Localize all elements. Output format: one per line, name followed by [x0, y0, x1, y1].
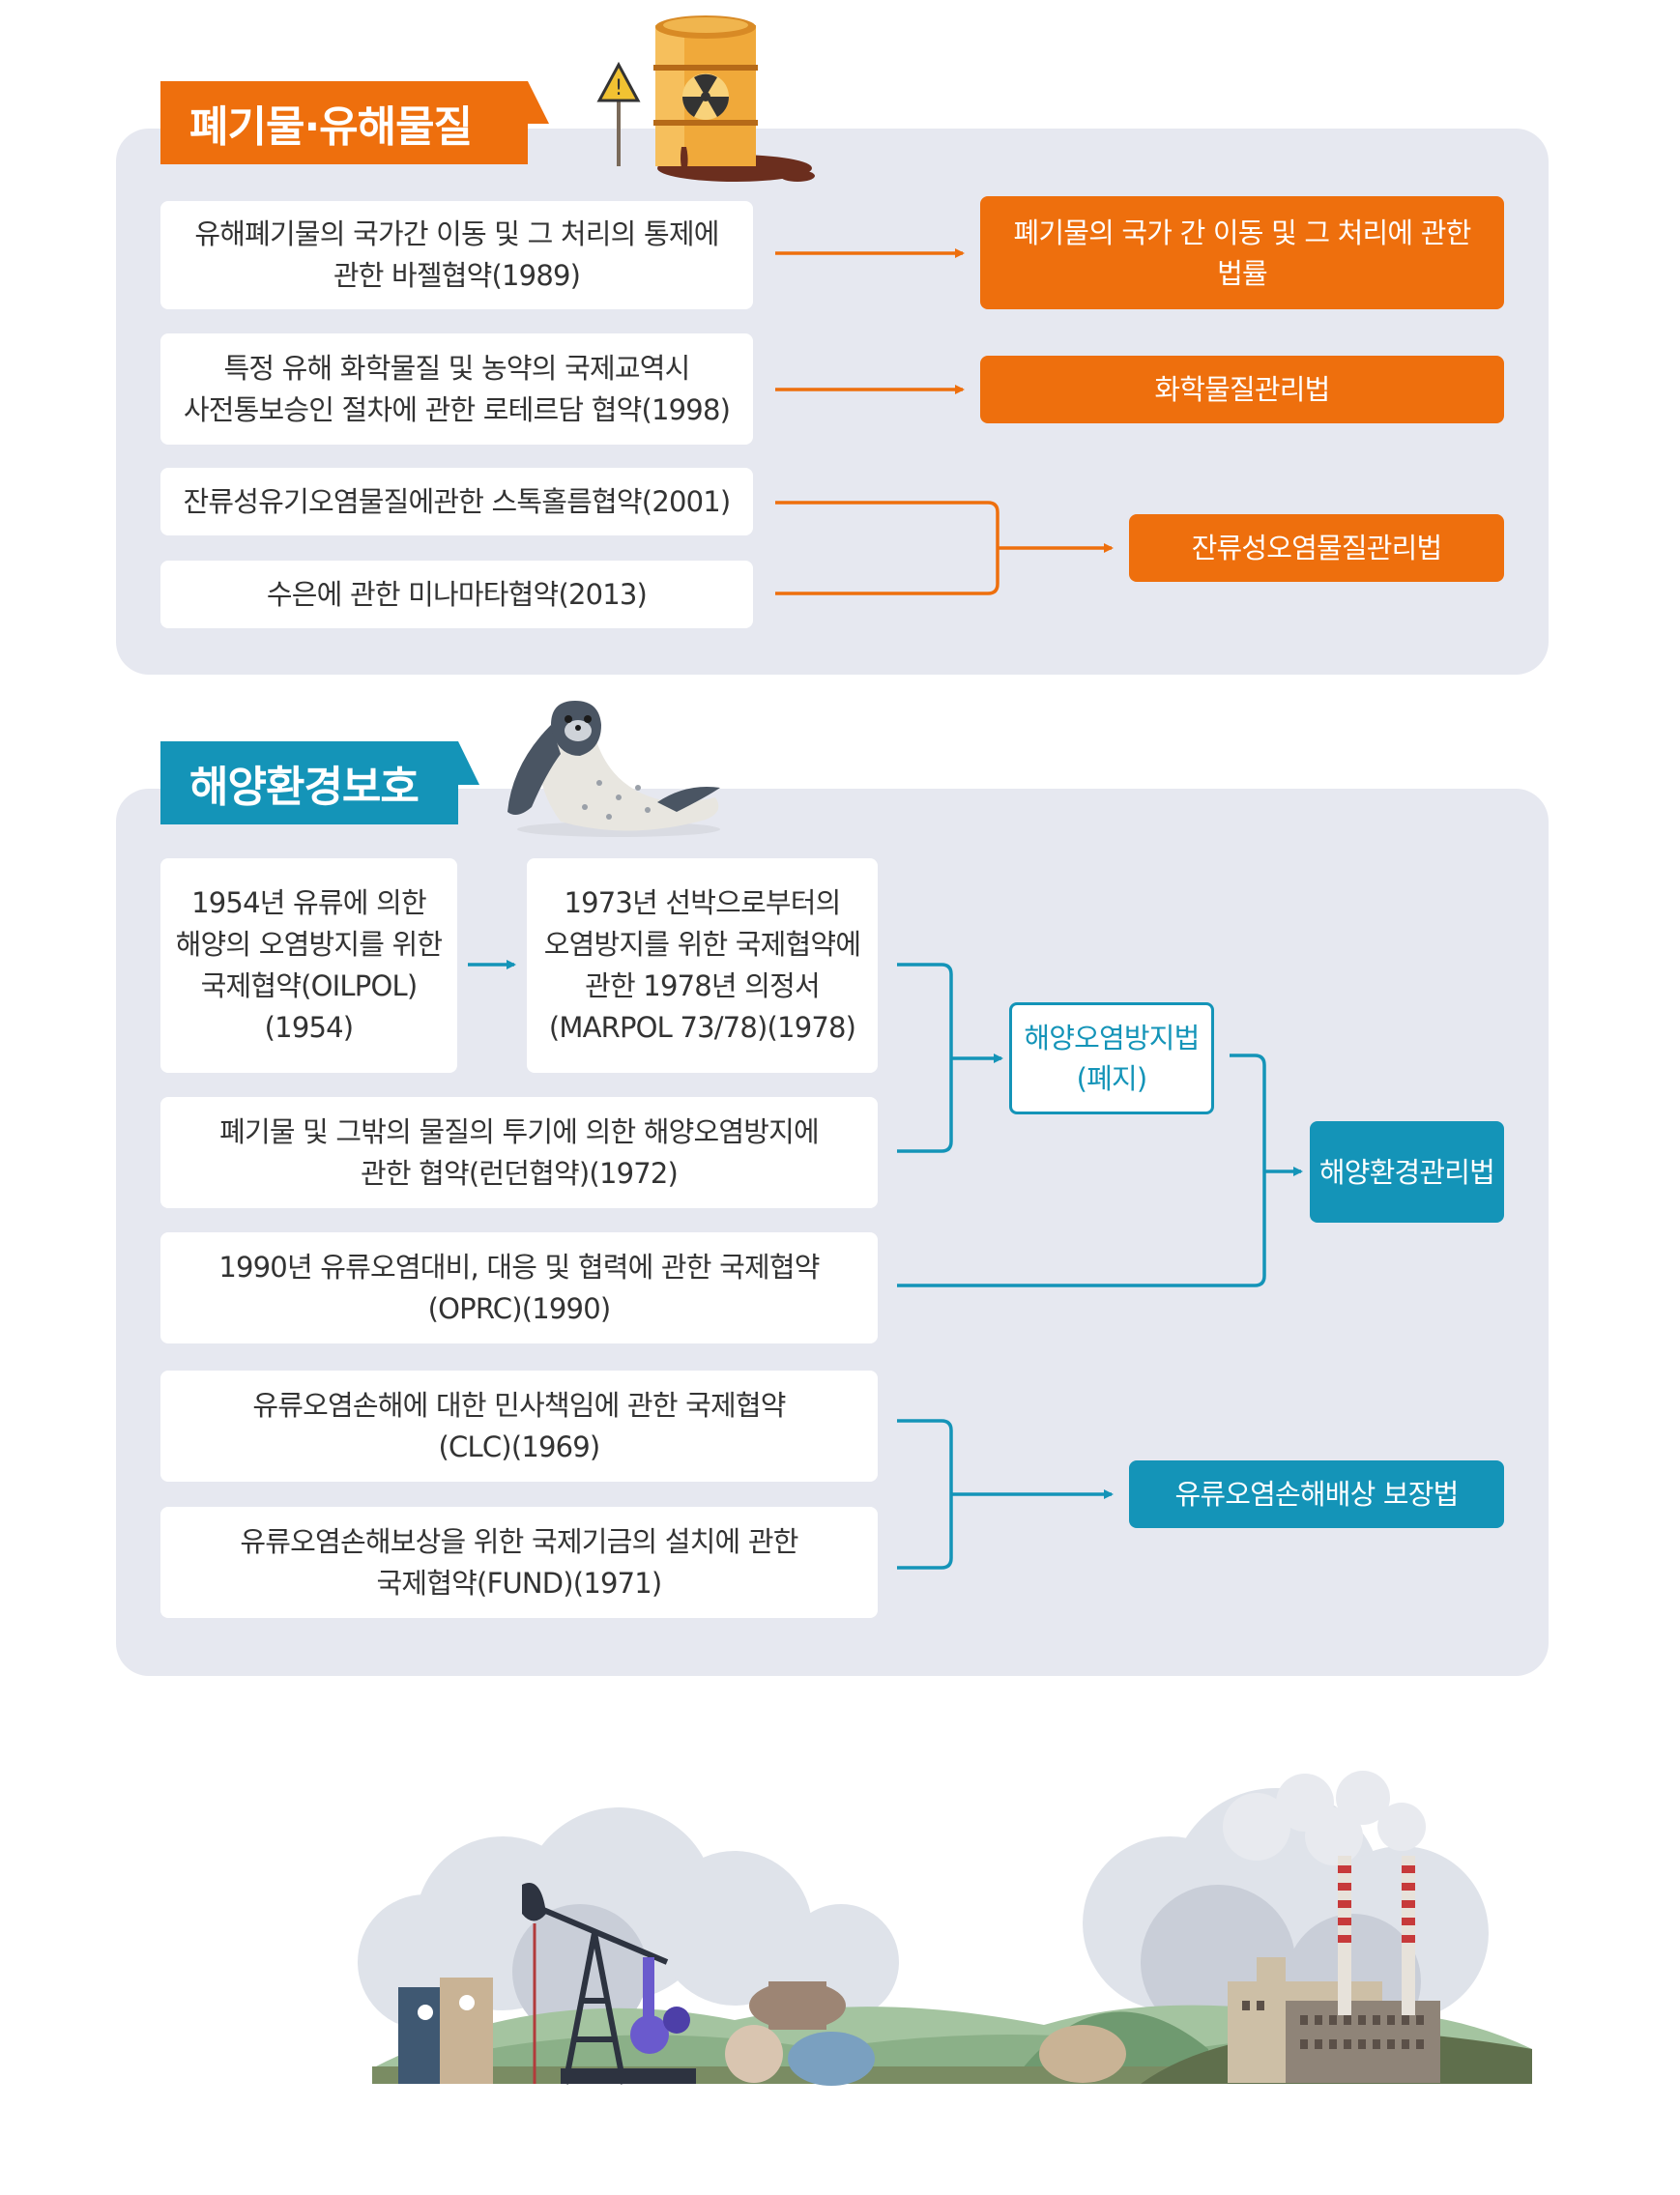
marpol-treaty-box: 1973년 선박으로부터의 오염방지를 위한 국제협약에 관한 1978년 의정… — [527, 858, 878, 1073]
svg-text:!: ! — [615, 76, 623, 101]
london-convention-box: 폐기물 및 그밖의 물질의 투기에 의한 해양오염방지에 관한 협약(런던협약)… — [160, 1097, 878, 1208]
seal-illustration — [507, 701, 720, 837]
persistent-pollutants-law-text: 잔류성오염물질관리법 — [1191, 532, 1443, 564]
fund-treaty-box: 유류오염손해보상을 위한 국제기금의 설치에 관한 국제협약(FUND)(197… — [160, 1507, 878, 1618]
transboundary-waste-law-text: 폐기물의 국가 간 이동 및 그 처리에 관한 법률 — [1013, 216, 1471, 290]
stockholm-treaty-box: 잔류성유기오염물질에관한 스톡홀름협약(2001) — [160, 468, 753, 535]
clc-treaty-box: 유류오염손해에 대한 민사책임에 관한 국제협약 (CLC)(1969) — [160, 1371, 878, 1482]
minamata-treaty-text: 수은에 관한 미나마타협약(2013) — [266, 577, 648, 611]
persistent-pollutants-law-box: 잔류성오염물질관리법 — [1129, 514, 1504, 582]
marine-env-management-law-box: 해양환경관리법 — [1310, 1121, 1504, 1223]
marine-pollution-prevention-law-box: 해양오염방지법 (폐지) — [1009, 1002, 1214, 1114]
bracket-stockholm-minamata — [775, 501, 999, 595]
oprc-treaty-box: 1990년 유류오염대비, 대응 및 협력에 관한 국제협약 (OPRC)(19… — [160, 1232, 878, 1343]
chemicals-law-text: 화학물질관리법 — [1154, 373, 1330, 406]
waste-section-title: 폐기물·유해물질 — [160, 81, 528, 164]
marine-env-management-law-text: 해양환경관리법 — [1318, 1155, 1495, 1189]
waste-section-title-text: 폐기물·유해물질 — [189, 102, 473, 152]
oil-damage-compensation-law-text: 유류오염손해배상 보장법 — [1174, 1478, 1459, 1511]
stockholm-treaty-text: 잔류성유기오염물질에관한 스톡홀름협약(2001) — [183, 484, 732, 518]
oil-damage-compensation-law-box: 유류오염손해배상 보장법 — [1129, 1460, 1504, 1528]
london-convention-text: 폐기물 및 그밖의 물질의 투기에 의한 해양오염방지에 관한 협약(런던협약)… — [219, 1114, 820, 1190]
marine-section-title: 해양환경보호 — [160, 741, 458, 824]
clc-treaty-text: 유류오염손해에 대한 민사책임에 관한 국제협약 (CLC)(1969) — [252, 1388, 786, 1463]
rotterdam-treaty-box: 특정 유해 화학물질 및 농약의 국제교역시 사전통보승인 절차에 관한 로테르… — [160, 333, 753, 445]
oilpol-treaty-text: 1954년 유류에 의한 해양의 오염방지를 위한 국제협약(OILPOL) (… — [175, 886, 443, 1044]
basel-treaty-text: 유해폐기물의 국가간 이동 및 그 처리의 통제에 관한 바젤협약(1989) — [194, 217, 719, 292]
oprc-treaty-text: 1990년 유류오염대비, 대응 및 협력에 관한 국제협약 (OPRC)(19… — [218, 1250, 820, 1325]
toxic-barrel-illustration: ! — [596, 15, 815, 182]
rotterdam-treaty-text: 특정 유해 화학물질 및 농약의 국제교역시 사전통보승인 절차에 관한 로테르… — [183, 351, 731, 426]
basel-treaty-box: 유해폐기물의 국가간 이동 및 그 처리의 통제에 관한 바젤협약(1989) — [160, 201, 753, 309]
bracket-clc-fund — [897, 1419, 953, 1570]
transboundary-waste-law-box: 폐기물의 국가 간 이동 및 그 처리에 관한 법률 — [980, 196, 1504, 309]
marine-pollution-prevention-law-text: 해양오염방지법 (폐지) — [1024, 1022, 1200, 1095]
industrial-landscape-illustration — [358, 1771, 1532, 2086]
minamata-treaty-box: 수은에 관한 미나마타협약(2013) — [160, 561, 753, 628]
bracket-marpol-london — [897, 963, 953, 1153]
oilpol-treaty-box: 1954년 유류에 의한 해양의 오염방지를 위한 국제협약(OILPOL) (… — [160, 858, 457, 1073]
marine-section-title-text: 해양환경보호 — [189, 763, 420, 812]
chemicals-law-box: 화학물질관리법 — [980, 356, 1504, 423]
marpol-treaty-text: 1973년 선박으로부터의 오염방지를 위한 국제협약에 관한 1978년 의정… — [543, 886, 861, 1044]
fund-treaty-text: 유류오염손해보상을 위한 국제기금의 설치에 관한 국제협약(FUND)(197… — [240, 1524, 798, 1600]
